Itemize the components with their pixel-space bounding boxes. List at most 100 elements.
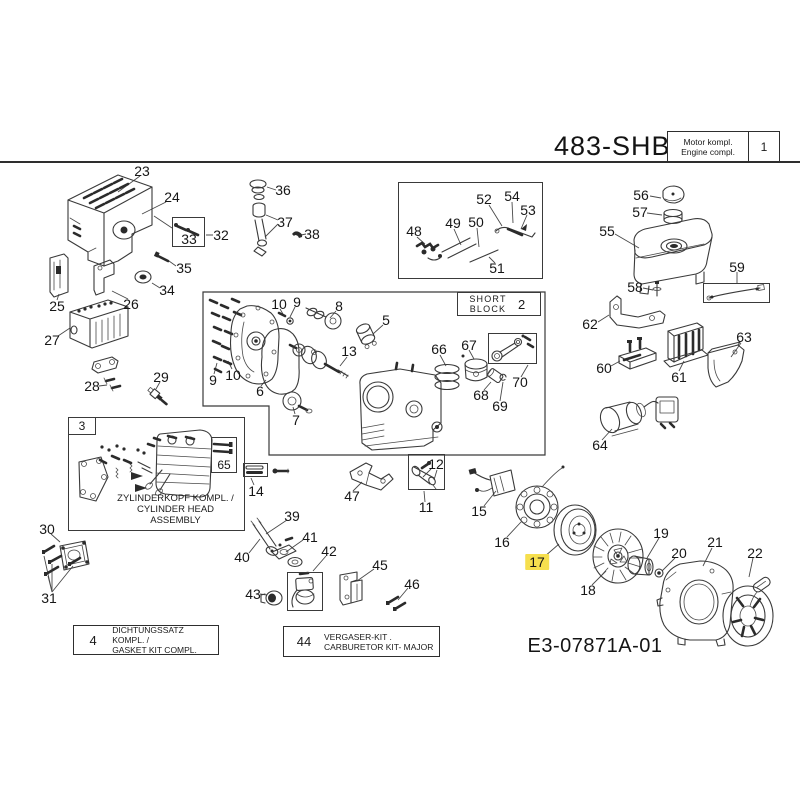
part-carburetor [291,571,315,608]
part-stator [515,465,565,529]
callout-46: 46 [404,576,420,592]
callout-20: 20 [671,545,687,561]
part-carb-bracket [339,571,363,606]
model-number: 483-SHB [554,131,671,161]
part-blower-housing [656,560,734,647]
callout-11: 11 [418,499,434,515]
callout-34: 34 [159,282,175,298]
part-heat-shields [49,253,115,298]
callout-16: 16 [494,534,510,550]
head-bolts-box: 65 [211,437,237,473]
callout-13: 13 [341,343,357,359]
part-carb-spacer [271,536,303,568]
arrow-53 [521,224,527,231]
part-flywheel-fan [592,528,644,584]
callout-51: 51 [489,260,505,276]
cylinder-head-caption-line2: CYLINDER HEAD ASSEMBLY [136,504,215,526]
part-pin-clip [499,373,507,381]
callout-43: 43 [245,586,261,602]
callout-6: 6 [256,383,264,399]
callout-5: 5 [382,312,390,328]
part-valve-train [98,436,162,492]
part-primer-grommet [260,590,283,606]
callout-48: 48 [406,223,422,239]
part-bracket-62 [609,295,666,329]
group-box-42 [287,572,323,611]
callout-41: 41 [302,529,318,545]
callout-36: 36 [275,182,291,198]
part-flywheel-nut [654,568,664,578]
callout-50: 50 [468,214,484,230]
callout-28: 28 [84,378,100,394]
diagram-code: E3-07871A-01 [527,635,663,657]
callout-58: 58 [627,279,643,295]
part-tank-screw [652,281,662,297]
cylinder-head-caption-line1: ZYLINDERKOPF KOMPL. / [117,493,234,504]
short-block-ref: 2 [518,296,526,312]
callout-64: 64 [592,437,608,453]
callout-7: 7 [292,412,300,428]
callout-52: 52 [476,191,492,207]
callout-62: 62 [582,316,598,332]
title-block-line1: Motor kompl. [683,136,733,147]
gasket-kit-line2: GASKET KIT COMPL. [112,645,197,655]
callout-47: 47 [344,488,360,504]
carb-kit-caption: VERGASER-KIT . CARBURETOR KIT- MAJOR [324,632,433,652]
callout-39: 39 [284,508,300,524]
short-block-title: SHORT BLOCK [469,294,507,314]
callout-35: 35 [176,260,192,276]
part-airbox-screws [42,544,82,576]
carb-kit-ref: 44 [296,634,312,649]
part-gasket-strips [245,465,290,474]
callout-19: 19 [653,525,669,541]
callout-56: 56 [633,187,649,203]
part-crankcase-bolts [208,297,294,374]
part-bracket-47 [349,462,394,491]
part-spark-plug [147,386,168,406]
part-bracket-60 [618,337,657,370]
callout-66: 66 [431,341,447,357]
callout-42: 42 [321,543,337,559]
gasket-kit-ref: 4 [89,632,97,648]
part-shroud-bolts [134,223,200,284]
part-governor-linkage [415,226,536,263]
callout-68: 68 [473,387,489,403]
callout-37: 37 [277,214,293,230]
callout-54: 54 [504,188,520,204]
group-box-controls [398,182,543,279]
gasket-kit-line1: DICHTUNGSSATZ KOMPL. / [112,625,184,645]
callout-18: 18 [580,582,596,598]
part-fuel-cap [662,185,685,225]
part-piston-rings [434,363,460,391]
callout-61: 61 [671,369,687,385]
callout-23: 23 [134,163,150,179]
short-block-label-box: SHORT BLOCK 2 [457,292,541,316]
part-fuel-tank [633,218,713,295]
callout-10: 10 [225,367,241,383]
title-block: Motor kompl. Engine compl. 1 [667,131,780,162]
callout-53: 53 [520,202,536,218]
part-crankcase-gasket [260,328,300,395]
group-box-14 [243,463,268,477]
gasket-kit-caption: DICHTUNGSSATZ KOMPL. / GASKET KIT COMPL. [112,625,218,655]
callout-32: 32 [213,227,229,243]
part-cylinder-block [359,361,443,451]
part-head-bolts [212,442,233,454]
part-bracket-screws [386,595,407,611]
group-box-59 [703,283,770,303]
callout-15: 15 [471,503,487,519]
part-head-gasket [78,456,109,502]
part-starter-cup [627,555,654,576]
carb-kit-line2: CARBURETOR KIT- MAJOR [324,641,434,652]
short-block-group-outline [202,291,546,456]
part-starter-solenoid [599,396,679,437]
callout-9: 9 [293,294,301,310]
callout-17: 17 [525,554,549,570]
group-box-32 [172,217,205,247]
part-connecting-rod [491,334,535,362]
callout-21: 21 [707,534,723,550]
part-camshaft [305,307,342,330]
part-muffler-gasket [91,356,122,392]
